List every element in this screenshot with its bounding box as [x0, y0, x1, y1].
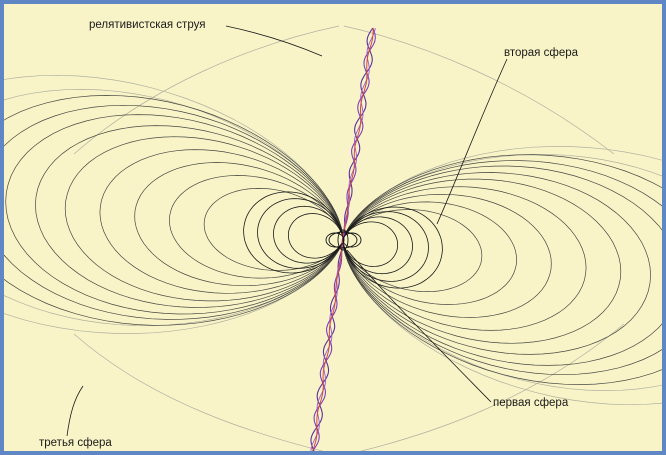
field-loop-left-3: [99, 149, 344, 294]
third-sphere-field-lines: [4, 25, 662, 451]
faint-outer-arc-2: [359, 323, 625, 451]
field-loop-right-8: [342, 154, 662, 385]
first-sphere-field-lines: [243, 191, 443, 289]
outer-field-loop-right-1: [342, 146, 662, 406]
field-loop-left-5: [35, 125, 344, 308]
outer-field-loop-left-0: [4, 89, 344, 326]
outer-field-loop-left-1: [4, 74, 344, 334]
central-core: [325, 229, 362, 251]
field-loop-right-6: [342, 165, 662, 366]
first-sphere-leader-line: [346, 249, 492, 403]
inner-field-loop-left-0: [288, 213, 344, 259]
inner-field-loop-right-3: [342, 206, 443, 289]
inner-field-loop-right-1: [342, 216, 413, 275]
field-loop-right-7: [342, 160, 662, 376]
inner-field-loop-right-2: [342, 211, 429, 282]
field-loop-right-2: [342, 193, 552, 318]
field-loop-right-5: [342, 172, 651, 355]
jet-leader-line: [225, 25, 323, 57]
field-loop-left-7: [4, 104, 344, 320]
field-loop-left-2: [134, 162, 344, 287]
field-loop-right-3: [342, 186, 587, 331]
faint-outer-arc-3: [73, 25, 340, 155]
first-sphere-label: первая сфера: [493, 397, 569, 409]
field-loop-left-6: [5, 114, 344, 315]
inner-field-loop-left-2: [257, 198, 344, 269]
inner-field-loop-right-0: [342, 221, 398, 267]
second-sphere-label: вторая сфера: [504, 47, 579, 59]
field-loop-left-4: [64, 136, 344, 302]
faint-outer-arc-1: [73, 333, 324, 451]
annotation-leaders: [66, 25, 508, 437]
third-sphere-leader-line: [66, 385, 84, 437]
field-loop-left-8: [4, 95, 344, 326]
second-sphere-leader-line: [436, 58, 508, 225]
inner-field-loop-left-3: [243, 191, 344, 274]
third-sphere-label: третья сфера: [39, 437, 112, 449]
second-sphere-field-lines: [4, 95, 662, 385]
faint-outer-arc-0: [343, 25, 615, 155]
jet-label: релятивистская струя: [89, 19, 205, 31]
field-loop-right-4: [342, 178, 622, 344]
inner-field-loop-left-1: [273, 205, 344, 264]
magnetic-field-diagram: релятивистская струя вторая сфера первая…: [4, 19, 662, 451]
